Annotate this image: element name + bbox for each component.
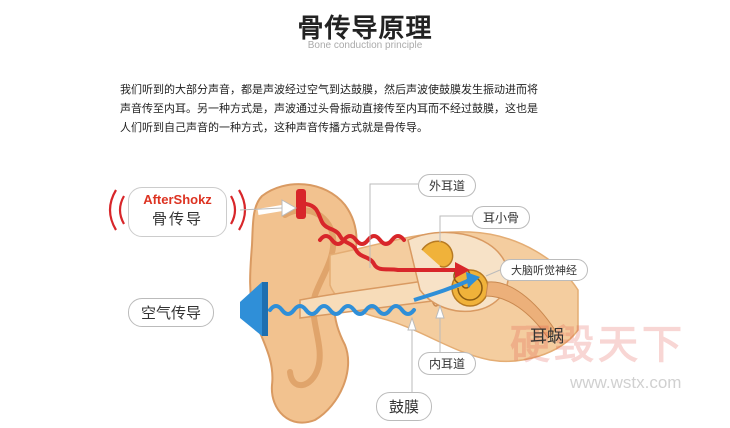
bone-conduction-label: 骨传导 — [129, 208, 226, 229]
cochlea-label: 耳蜗 — [530, 322, 564, 347]
outer-ear-canal-label: 外耳道 — [418, 174, 476, 197]
inner-ear-canal-label: 内耳道 — [418, 352, 476, 375]
brand-logo: AfterShokz — [129, 192, 226, 207]
air-conduction-label: 空气传导 — [128, 298, 214, 327]
bone-conduction-badge: AfterShokz 骨传导 — [128, 187, 227, 237]
ossicles-label: 耳小骨 — [472, 206, 530, 229]
eardrum-label: 鼓膜 — [376, 392, 432, 421]
watermark-url: www.wstx.com — [570, 373, 681, 393]
auditory-nerve-label: 大脑听觉神经 — [500, 259, 588, 281]
